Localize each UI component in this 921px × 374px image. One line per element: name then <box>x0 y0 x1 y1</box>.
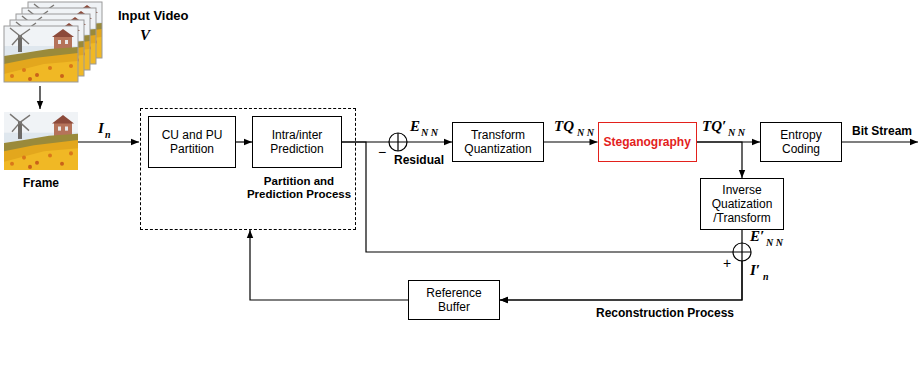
process-box: CU and PU Partition <box>148 116 236 168</box>
input-arrow <box>78 141 139 142</box>
group-box: Partition and Prediction Process CU and P… <box>140 108 356 230</box>
symbol-label: TQ <box>554 118 574 134</box>
frame-image <box>4 112 78 170</box>
box-label: Reference Buffer <box>414 286 494 314</box>
box-label: Entropy Coding <box>766 128 836 156</box>
illustration-layer <box>4 2 918 261</box>
flow-arrow <box>544 141 598 142</box>
subscript-label: N N <box>577 127 594 138</box>
group-label: Partition and Prediction Process <box>245 175 353 201</box>
process-box: Inverse Quatization /Transform <box>700 178 784 230</box>
flow-arrow <box>342 142 742 300</box>
frame-arrow <box>39 86 40 109</box>
box-label: Inverse Quatization /Transform <box>706 183 778 225</box>
sum-junction <box>389 133 407 151</box>
process-label: Reconstruction Process <box>596 306 734 320</box>
sum-junction <box>733 243 751 261</box>
axis-label: Input Video <box>118 8 189 23</box>
process-box: Steganography <box>598 122 697 162</box>
output-arrow <box>842 141 918 142</box>
symbol-label: I′ <box>750 262 760 278</box>
box-label: Intra/inter Prediction <box>258 128 336 156</box>
flow-arrow <box>500 230 742 300</box>
symbol-label: TQ′ <box>702 118 726 134</box>
signal-label: Bit Stream <box>852 124 912 138</box>
flow-arrow <box>236 141 252 142</box>
subscript-label: n <box>105 129 111 140</box>
operator-sign: − <box>378 145 386 159</box>
symbol-label: V <box>140 27 150 43</box>
process-box: Transform Quantization <box>452 122 544 162</box>
process-box: Reference Buffer <box>408 280 500 320</box>
flow-arrow <box>250 230 408 300</box>
symbol-label: E′ <box>750 228 764 244</box>
signal-label: Residual <box>394 153 444 167</box>
symbol-label: E <box>410 118 420 134</box>
box-label: Steganography <box>604 135 691 149</box>
process-box: Intra/inter Prediction <box>252 116 342 168</box>
subscript-label: N N <box>766 237 783 248</box>
symbol-label: I <box>98 120 104 136</box>
process-box: Entropy Coding <box>760 122 842 162</box>
subscript-label: n <box>763 271 769 282</box>
video-frame <box>4 26 78 82</box>
caption-label: Frame <box>23 176 59 190</box>
subscript-label: N N <box>421 127 438 138</box>
subscript-label: N N <box>728 127 745 138</box>
box-label: CU and PU Partition <box>154 128 230 156</box>
flow-arrow <box>697 142 743 178</box>
frame-border <box>4 26 78 82</box>
box-label: Transform Quantization <box>458 128 538 156</box>
operator-sign: + <box>723 256 731 270</box>
video-frame-stack <box>4 2 102 82</box>
